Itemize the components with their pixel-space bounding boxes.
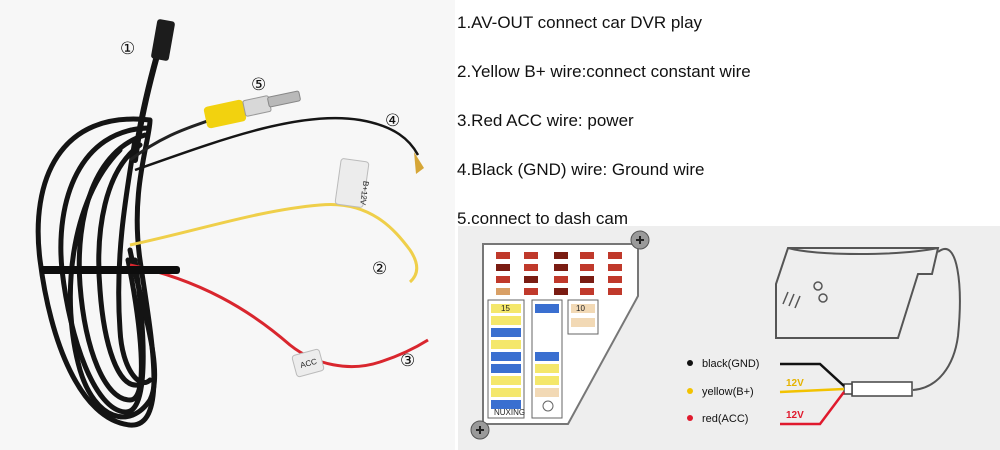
acc-tag-text: ACC [299, 357, 318, 370]
ground-wire [134, 116, 420, 172]
yellow-b-plus-wire [129, 202, 419, 284]
label-red-acc: red(ACC) [702, 413, 748, 425]
dash-cam-vent [782, 291, 801, 309]
marker-5: ⑤ [251, 75, 266, 95]
yellow-dot-icon [687, 388, 693, 394]
rca-metal-tip [242, 95, 272, 117]
marker-1: ① [120, 39, 135, 59]
voltage-yellow-label: 12V [786, 378, 804, 389]
fuse-rating-label: 15 [501, 304, 510, 313]
acc-label-tag [291, 348, 325, 378]
cable-tie [40, 266, 180, 274]
yellow-b-plus-wire [779, 387, 845, 394]
voltage-red-label: 12V [786, 410, 804, 421]
av-out-connector [151, 19, 175, 61]
dash-cam-connector [851, 381, 913, 397]
step-3: 3.Red ACC wire: power [457, 111, 634, 130]
rca-yellow-plug [203, 99, 247, 129]
fuse-columns-large: 15 10 NUXING [487, 299, 599, 419]
fuse-rows-small [496, 252, 622, 295]
fuse-rating-label: 10 [576, 304, 585, 313]
dash-cam-lens [818, 293, 828, 303]
marker-3: ③ [400, 351, 415, 371]
black-cable-coil [35, 116, 158, 428]
fuse-box [482, 243, 639, 425]
marker-4: ④ [385, 111, 400, 131]
plus-screw-icon [470, 420, 490, 440]
step-2: 2.Yellow B+ wire:connect constant wire [457, 62, 751, 81]
ring-terminal [414, 152, 424, 174]
b12v-label-tag [334, 158, 370, 208]
wiring-diagram: 15 10 NUXING black(GND) yellow(B+) red(A… [458, 226, 1000, 450]
red-acc-wire [129, 263, 429, 369]
label-black-gnd: black(GND) [702, 358, 759, 370]
step-5: 5.connect to dash cam [457, 209, 629, 228]
fuse-brand-label: NUXING [494, 408, 525, 417]
label-yellow-b-plus: yellow(B+) [702, 386, 754, 398]
dash-cam-outline [775, 247, 961, 391]
black-gnd-wire [780, 362, 845, 387]
cable-photo: B+12V ACC ① ⑤ ④ ② ③ [0, 0, 455, 450]
dash-cam-lens [813, 281, 823, 291]
step-1: 1.AV-OUT connect car DVR play [457, 13, 703, 32]
red-acc-wire [780, 391, 845, 426]
black-dot-icon [687, 360, 693, 366]
cable-illustration: B+12V ACC ① ⑤ ④ ② ③ [35, 19, 429, 428]
b12v-tag-text: B+12V [358, 180, 370, 206]
marker-2: ② [372, 259, 387, 279]
wiring-diagram-svg: 15 10 NUXING black(GND) yellow(B+) red(A… [470, 230, 961, 440]
plus-screw-icon [630, 230, 650, 250]
step-4: 4.Black (GND) wire: Ground wire [457, 160, 705, 179]
instruction-list: 1.AV-OUT connect car DVR play 2.Yellow B… [457, 10, 997, 255]
red-dot-icon [687, 415, 693, 421]
